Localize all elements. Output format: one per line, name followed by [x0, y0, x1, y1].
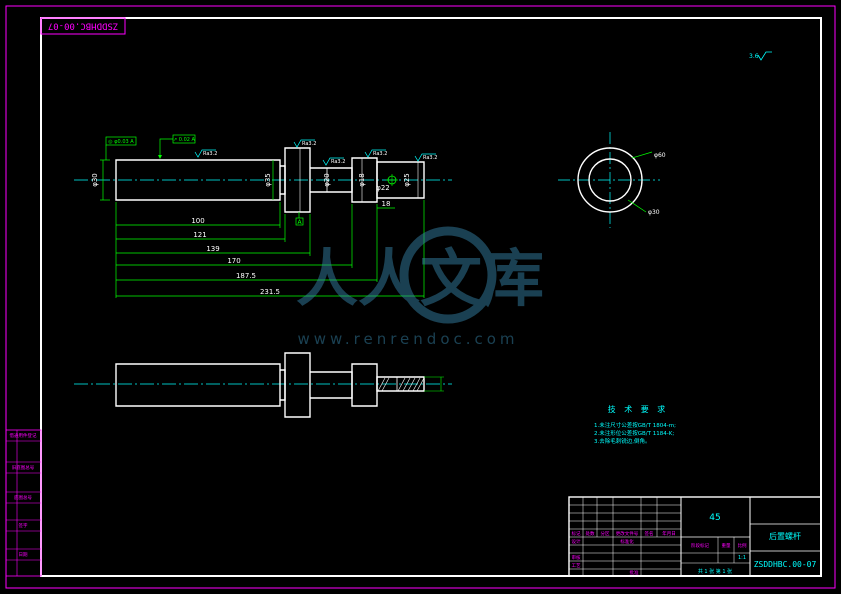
dim-dia-right: φ25 [403, 173, 411, 187]
rotated-drawing-number: ZSDDHBC.00-07 [40, 17, 126, 35]
side-stamp: 借通用件登记 旧底图总号 底图总号 签字 日期 [5, 429, 42, 577]
watermark-url: www.renrendoc.com [297, 330, 518, 348]
tb-header-count: 处数 [586, 530, 595, 537]
dim-187-5: 187.5 [236, 272, 256, 280]
tb-header-date: 年月日 [662, 530, 676, 537]
dim-dia-b: φ18 [358, 173, 366, 187]
side-stamp-1: 旧底图总号 [12, 464, 35, 471]
dim-dia-mid: φ35 [264, 173, 272, 187]
dim-18: 18 [382, 200, 391, 208]
tb-drawing-code: ZSDDHBC.00-07 [754, 560, 817, 569]
section-view: φ60 φ30 [558, 132, 666, 228]
dim-dia-c: φ22 [376, 184, 390, 192]
section-outer-dim: φ60 [654, 152, 666, 159]
corner-roughness: 3.6 [749, 51, 772, 61]
side-stamp-0: 借通用件登记 [10, 432, 37, 439]
tb-header-zone: 分区 [601, 530, 610, 537]
tolerance-callouts: ◎ φ0.03 A ↗ 0.02 A A [105, 134, 304, 226]
side-stamp-4: 日期 [19, 552, 28, 558]
technical-notes: 技 术 要 求 1.未注尺寸公差按GB/T 1804-m; 2.未注形位公差按G… [594, 404, 676, 445]
tb-header-sign: 签名 [645, 530, 654, 537]
ra-text-5: Ra3.2 [423, 155, 437, 161]
horizontal-dimensions [100, 159, 425, 298]
tb-part-name: 后置螺杆 [769, 531, 801, 541]
note-line-1: 1.未注尺寸公差按GB/T 1804-m; [594, 421, 676, 429]
tb-role-process: 工艺 [572, 563, 581, 569]
tb-scale: 1:1 [738, 555, 746, 561]
dim-170: 170 [227, 257, 240, 265]
ra-text-2: Ra3.2 [302, 141, 316, 147]
tb-sheet-info: 共 1 张 第 1 张 [698, 568, 732, 575]
roughness-texts: Ra3.2 Ra3.2 Ra3.2 Ra3.2 Ra3.2 [203, 141, 437, 165]
note-line-3: 3.去除毛刺锐边,倒角。 [594, 437, 651, 445]
tb-scale-label: 比例 [738, 542, 747, 549]
main-view-shaft [74, 147, 452, 213]
roughness-symbols [194, 139, 436, 166]
tb-material: 45 [709, 513, 720, 523]
dim-121: 121 [193, 231, 206, 239]
section-inner-dim: φ30 [648, 209, 660, 216]
dim-dia-left: φ30 [91, 173, 99, 187]
outer-frame [5, 5, 836, 589]
tb-approve-label: 批准 [630, 569, 639, 576]
tb-role-review: 审核 [572, 554, 581, 561]
side-stamp-3: 签字 [19, 522, 28, 529]
coaxial-tol-text: ◎ φ0.03 A [108, 139, 134, 145]
notes-title: 技 术 要 求 [608, 404, 669, 414]
dim-139: 139 [206, 245, 219, 253]
tb-role-design: 设计 [572, 538, 581, 545]
lower-view-shaft [74, 352, 452, 418]
note-line-2: 2.未注形位公差按GB/T 1184-K; [594, 429, 674, 437]
tb-weight-label: 重量 [722, 542, 731, 549]
dim-dia-a: φ20 [323, 173, 331, 187]
title-block: 标记 处数 分区 更改文件号 签名 年月日 设计 审核 工艺 标准化 批准 45… [568, 496, 822, 577]
tb-header-docno: 更改文件号 [616, 530, 639, 537]
tb-stage-label: 阶段标记 [691, 542, 709, 549]
ra-text-3: Ra3.2 [331, 159, 345, 165]
watermark: 人人文库 www.renrendoc.com [296, 226, 544, 348]
side-stamp-2: 底图总号 [14, 494, 32, 501]
tb-header-mark: 标记 [572, 530, 581, 537]
dim-231-5: 231.5 [260, 288, 280, 296]
runout-tol-text: ↗ 0.02 A [173, 137, 196, 143]
dim-100: 100 [191, 217, 204, 225]
inner-frame [40, 17, 822, 577]
watermark-brand: 人人文库 [296, 242, 544, 315]
ra-text-1: Ra3.2 [203, 151, 217, 157]
tb-std-label: 标准化 [620, 538, 634, 545]
datum-a-label: A [297, 219, 302, 226]
ra-text-4: Ra3.2 [373, 151, 387, 157]
rotated-number-text: ZSDDHBC.00-07 [48, 21, 118, 31]
corner-roughness-text: 3.6 [749, 53, 759, 60]
dimension-texts: 100 121 139 170 187.5 231.5 18 φ30 φ35 φ… [91, 173, 411, 296]
